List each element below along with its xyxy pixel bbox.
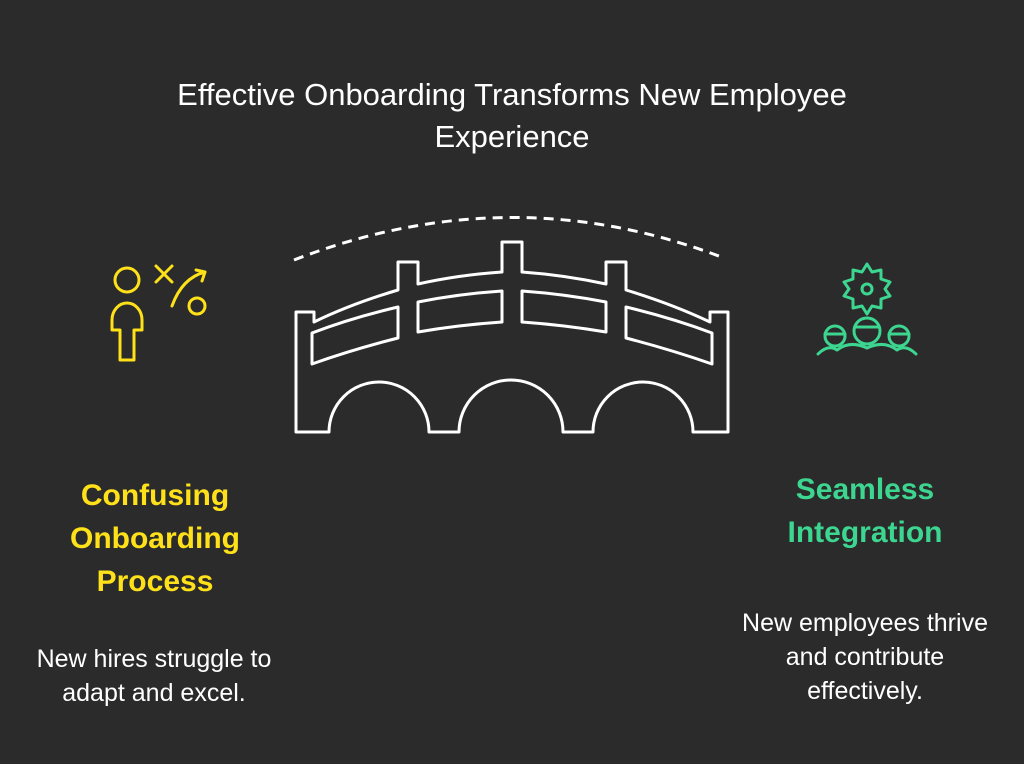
right-description: New employees thrive and contribute effe… bbox=[742, 609, 988, 705]
left-heading: Confusing Onboarding Process bbox=[70, 479, 240, 598]
left-description: New hires struggle to adapt and excel. bbox=[36, 645, 272, 707]
diagram-title: Effective Onboarding Transforms New Empl… bbox=[177, 77, 847, 154]
team-gear-icon bbox=[816, 262, 918, 356]
right-heading: Seamless Integration bbox=[787, 473, 943, 549]
strategy-person-icon bbox=[110, 264, 207, 362]
bridge-icon bbox=[293, 216, 730, 434]
